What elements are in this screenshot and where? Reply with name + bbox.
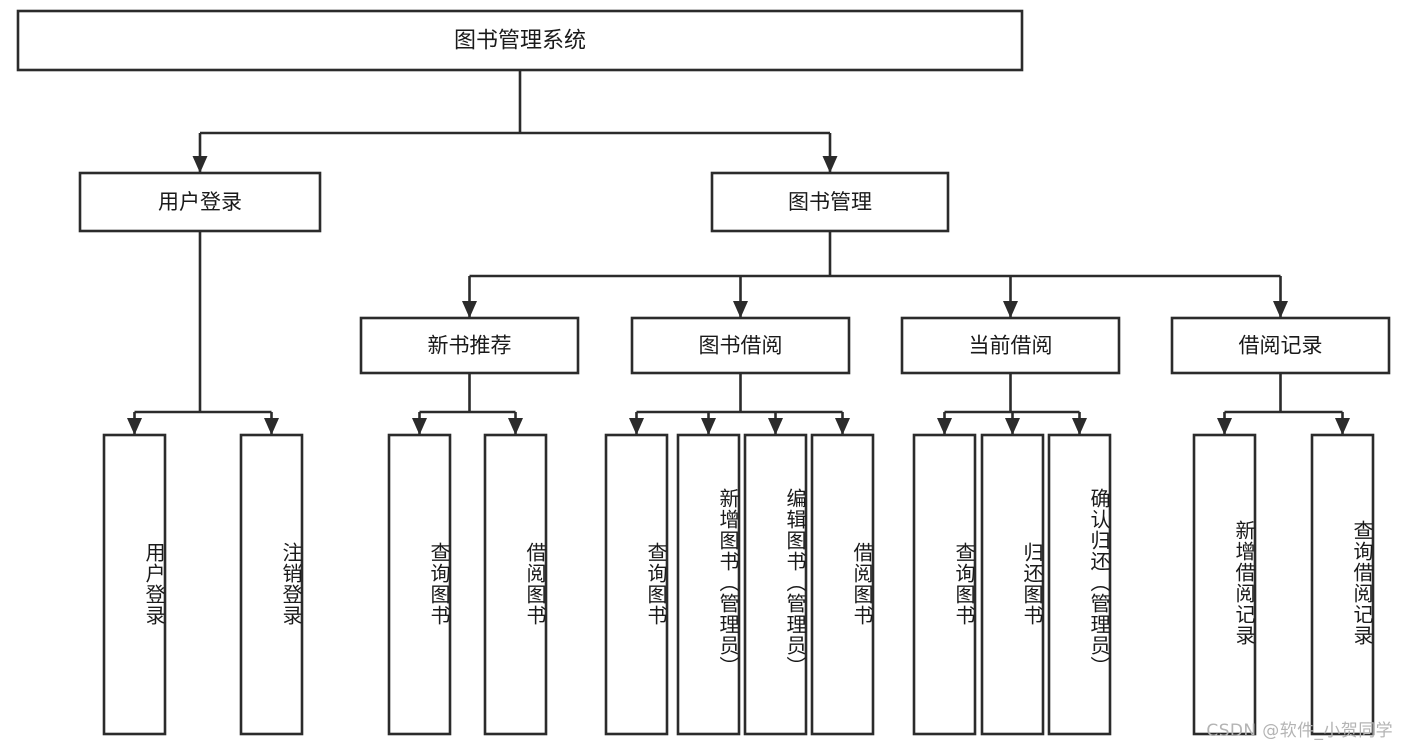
node-box-leaf-2-1 [980, 433, 1045, 736]
node-box-leaf-1-2 [743, 433, 808, 736]
arrow-head-level2-1 [822, 156, 838, 173]
node-box-leaf-0-1 [483, 433, 548, 736]
node-box-root [16, 9, 1024, 72]
arrow-head-group-3-leaf-0 [1217, 418, 1232, 435]
node-box-group-2 [900, 316, 1121, 375]
node-label-group-2: 当前借阅 [969, 334, 1053, 358]
node-box-group-1 [630, 316, 851, 375]
node-label-group-0: 新书推荐 [428, 334, 512, 358]
arrow-head-group-2-leaf-0 [937, 418, 952, 435]
node-box-leaf-1-3 [810, 433, 875, 736]
connectors-layer [127, 70, 1350, 435]
node-box-leaf-user-1 [239, 433, 304, 736]
node-box-leaf-3-1 [1310, 433, 1375, 736]
arrow-head-group-3-leaf-1 [1335, 418, 1350, 435]
arrow-head-group-1-leaf-0 [629, 418, 644, 435]
arrow-head-level2-0 [192, 156, 208, 173]
node-box-group-3 [1170, 316, 1391, 375]
node-box-group-0 [359, 316, 580, 375]
node-label-level2-0: 用户登录 [158, 190, 242, 214]
node-label-root: 图书管理系统 [454, 29, 586, 54]
arrow-head-group-1-leaf-2 [768, 418, 783, 435]
node-box-leaf-2-0 [912, 433, 977, 736]
arrow-head-user-leaf-1 [264, 418, 279, 435]
node-box-leaf-2-2 [1047, 433, 1112, 736]
arrow-head-group-2-leaf-1 [1005, 418, 1020, 435]
node-label-group-3: 借阅记录 [1239, 334, 1323, 358]
arrow-head-group-1-leaf-3 [835, 418, 850, 435]
node-label-group-1: 图书借阅 [699, 334, 783, 358]
node-box-leaf-1-0 [604, 433, 669, 736]
arrow-head-group-1-leaf-1 [701, 418, 716, 435]
arrow-head-group-1 [733, 301, 748, 318]
node-label-level2-1: 图书管理 [788, 190, 872, 214]
node-box-level2-0 [78, 171, 322, 233]
arrow-head-group-2 [1003, 301, 1018, 318]
arrow-head-group-0-leaf-1 [508, 418, 523, 435]
arrow-head-group-0 [462, 301, 477, 318]
node-box-leaf-3-0 [1192, 433, 1257, 736]
node-box-level2-1 [710, 171, 950, 233]
node-box-leaf-user-0 [102, 433, 167, 736]
watermark-text: CSDN @软件_小贺同学 [1206, 721, 1393, 741]
node-box-leaf-0-0 [387, 433, 452, 736]
node-box-leaf-1-1 [676, 433, 741, 736]
arrow-head-group-2-leaf-2 [1072, 418, 1087, 435]
arrow-head-user-leaf-0 [127, 418, 142, 435]
arrow-head-group-3 [1273, 301, 1288, 318]
arrow-head-group-0-leaf-0 [412, 418, 427, 435]
